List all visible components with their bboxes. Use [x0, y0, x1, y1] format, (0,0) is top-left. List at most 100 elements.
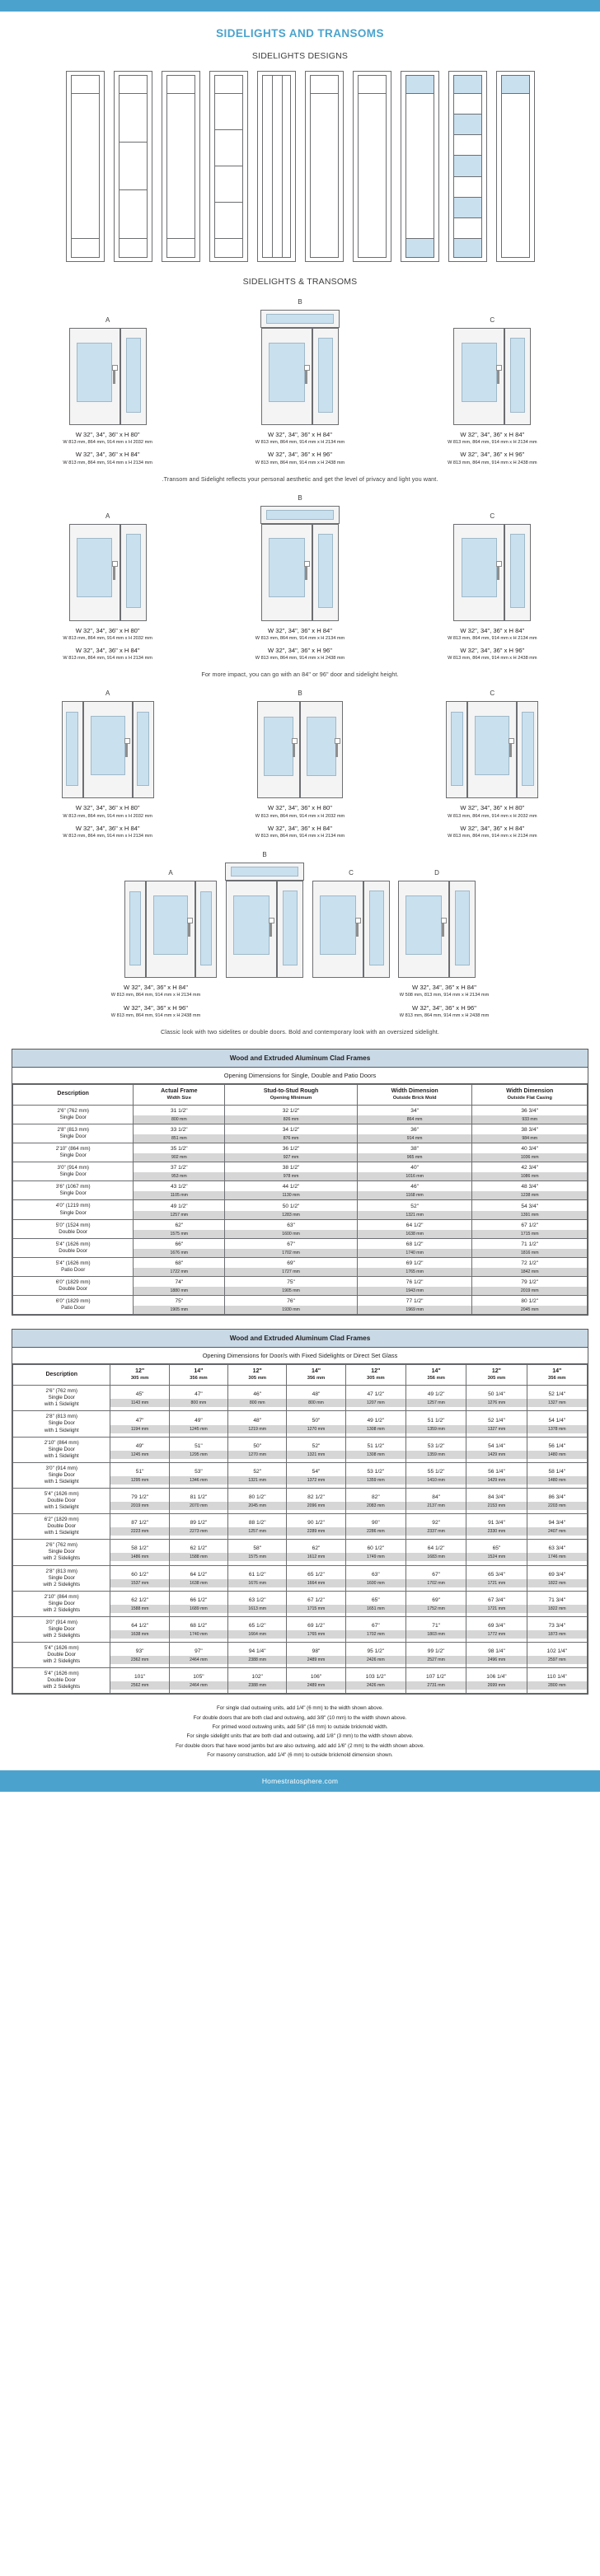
sidelight-panel	[262, 76, 290, 94]
door-leaf	[398, 881, 449, 979]
table-cell: 63"1600 mm	[345, 1564, 406, 1592]
footnote-line: For masonry construction, add 1/4" (6 mm…	[207, 1751, 393, 1758]
door-glass-lite	[475, 716, 510, 776]
row-description-line: with 1 Sidelight	[44, 1478, 79, 1484]
cell-value-mm: 1372 mm	[287, 1475, 345, 1484]
sidelight-glass-lite	[317, 533, 333, 609]
door-handle-icon	[441, 918, 447, 937]
dimension-caption: W 32", 34", 36" x H 84"W 813 mm, 864 mm,…	[397, 627, 588, 662]
table-cell: 69 3/4"1772 mm	[466, 1615, 527, 1643]
cell-value-mm: 864 mm	[357, 1115, 472, 1124]
table-cell: 69 1/2"1765 mm	[356, 1256, 473, 1277]
cell-value-inches: 40"	[357, 1162, 472, 1173]
cell-value-mm: 1651 mm	[345, 1604, 405, 1613]
cell-value-mm: 2330 mm	[466, 1527, 527, 1536]
dimension-inches: W 32", 34", 36" x H 80"	[75, 431, 140, 438]
table-cell: 60 1/2"1537 mm	[110, 1564, 170, 1592]
door-handle-icon	[291, 738, 298, 758]
cell-value-inches: 98 1/4"	[466, 1646, 527, 1657]
sidelight-glazing	[70, 75, 100, 258]
table-cell: 38"965 mm	[356, 1143, 473, 1163]
door-leaf	[68, 328, 120, 425]
cell-value-inches: 66 1/2"	[169, 1594, 228, 1605]
footnote-line: For single sidelight units that are both…	[186, 1733, 414, 1740]
cell-value-inches: 71 3/4"	[527, 1594, 587, 1605]
dimension-mm: W 813 mm, 864 mm, 914 mm x H 2134 mm	[110, 993, 201, 998]
cell-value-mm: 1391 mm	[472, 1210, 587, 1219]
cell-value-inches: 34 1/2"	[225, 1124, 357, 1135]
sidelight-design-5	[256, 71, 296, 262]
sidelight-panel	[405, 76, 434, 94]
table-cell: 64 1/2"1638 mm	[168, 1564, 229, 1592]
table-cell: 51"1295 mm	[168, 1436, 229, 1463]
cell-value-mm: 1410 mm	[405, 1475, 466, 1484]
diagram-label: C	[490, 316, 495, 324]
cell-value-inches: 98"	[287, 1646, 345, 1657]
cell-value-mm: 2426 mm	[345, 1656, 405, 1665]
table-cell: 64 1/2"1683 mm	[405, 1539, 467, 1566]
table-cell: 99 1/2"2527 mm	[405, 1642, 467, 1669]
dimension-mm: W 813 mm, 864 mm, 914 mm x H 2032 mm	[255, 813, 345, 819]
table-cell: 49 1/2"1257 mm	[405, 1385, 467, 1412]
cell-value-inches: 52"	[287, 1440, 345, 1451]
sidelight-panel	[446, 701, 468, 799]
cell-value-inches: 69 3/4"	[527, 1569, 587, 1579]
table-cell: 76"1930 mm	[224, 1295, 358, 1316]
door-assembly-door-sidelight	[398, 881, 476, 979]
row-description-line: Double Door	[47, 1498, 77, 1504]
cell-value-mm: 2464 mm	[169, 1656, 228, 1665]
dimension-inches: W 32", 34", 36" x H 96"	[124, 1003, 188, 1012]
section-note: .Transom and Sidelight reflects your per…	[162, 475, 438, 483]
cell-value-mm: 1359 mm	[345, 1475, 405, 1484]
table-cell: 53 1/2"1359 mm	[405, 1436, 467, 1463]
caption-row: W 32", 34", 36" x H 80"W 813 mm, 864 mm,…	[0, 798, 600, 839]
door-leaf	[226, 881, 277, 979]
cell-value-mm: 1359 mm	[405, 1424, 466, 1433]
cell-value-inches: 51"	[110, 1466, 169, 1476]
dimension-mm: W 813 mm, 864 mm, 914 mm x H 2134 mm	[255, 834, 345, 839]
cell-value-inches: 58 1/4"	[527, 1466, 587, 1476]
cell-value-inches: 68 1/2"	[169, 1620, 228, 1630]
table-cell: 47"800 mm	[168, 1385, 229, 1412]
dimension-mm: W 813 mm, 864 mm, 914 mm x H 2134 mm	[448, 440, 537, 446]
sidelight-panel	[61, 701, 83, 799]
row-description-line: with 1 Sidelight	[44, 1427, 79, 1433]
cell-value-inches: 69 3/4"	[466, 1620, 527, 1630]
cell-value-mm: 1749 mm	[345, 1553, 405, 1562]
sidelight-panel	[195, 881, 217, 979]
row-description-line: 3'0" (914 mm)	[57, 1165, 89, 1171]
table-cell: 88 1/2"1257 mm	[227, 1513, 288, 1540]
door-handle-icon	[269, 918, 274, 937]
cell-value-mm: 2273 mm	[169, 1527, 228, 1536]
cell-value-inches: 50 1/4"	[466, 1389, 527, 1400]
cell-value-mm: 1194 mm	[110, 1424, 169, 1433]
table-cell: 87 1/2"2223 mm	[110, 1513, 170, 1540]
row-description-line: 4'0" (1219 mm)	[55, 1203, 91, 1209]
cell-value-mm: 1816 mm	[472, 1248, 587, 1257]
cell-value-inches: 95 1/2"	[345, 1646, 405, 1657]
cell-value-mm: 1683 mm	[405, 1553, 466, 1562]
table-cell: 69"1752 mm	[405, 1590, 467, 1617]
cell-value-mm: 1257 mm	[134, 1210, 225, 1219]
sidelight-panel	[166, 94, 195, 239]
cell-value-mm: 1600 mm	[225, 1229, 357, 1238]
table-cell: 48 3/4"1238 mm	[471, 1180, 588, 1201]
table2-subtitle: Opening Dimensions for Door/s with Fixed…	[12, 1348, 588, 1365]
table-cell: 43 1/2"1105 mm	[133, 1180, 226, 1201]
table-cell: 102"2388 mm	[227, 1667, 288, 1695]
column-header-sub: 305 mm	[487, 1375, 506, 1381]
footnotes: For single clad outswing units, add 1/4"…	[12, 1704, 588, 1759]
dimension-inches: W 32", 34", 36" x H 96"	[460, 647, 525, 655]
row-description-line: with 1 Sidelight	[44, 1452, 79, 1459]
table-fixed-sidelights: Wood and Extruded Aluminum Clad Frames O…	[12, 1329, 588, 1695]
sidelight-glass-lite	[522, 712, 534, 787]
